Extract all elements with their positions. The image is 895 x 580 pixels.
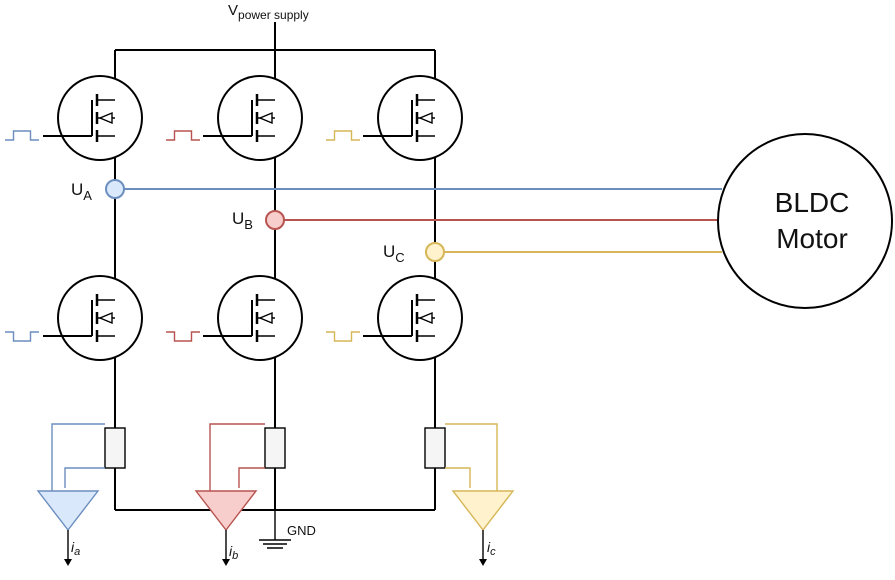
mosfet-arrow	[258, 111, 273, 125]
node-label-b-main: U	[232, 209, 244, 228]
ground-label: GND	[287, 523, 316, 538]
mosfet-gate	[43, 100, 93, 137]
node-label-a-sub: A	[83, 188, 92, 203]
supply-label: Vpower supply	[228, 2, 309, 22]
mosfet-low-b	[203, 275, 303, 361]
shunt-resistor-a	[104, 427, 126, 469]
sense-wire-b	[445, 467, 471, 488]
mosfet-gate	[363, 300, 413, 337]
mosfet-gate	[203, 100, 253, 137]
motor-circle	[717, 133, 893, 309]
pwm-waveform	[5, 331, 39, 342]
mosfet-high-c	[363, 75, 463, 161]
motor-label-line2: Motor	[776, 223, 848, 254]
mosfet-arrow	[258, 311, 273, 325]
sense-wire-b	[64, 467, 105, 488]
node-label-c-sub: C	[395, 250, 404, 265]
amplifier-triangle	[451, 490, 515, 532]
shunt-resistor-c	[424, 427, 446, 469]
node-c	[425, 242, 445, 262]
output-arrow-icon	[64, 559, 72, 566]
pwm-signal-high-b	[166, 130, 200, 141]
mosfet-arrow	[418, 111, 433, 125]
current-amplifier-a	[36, 423, 105, 566]
node-label-a-main: U	[71, 180, 83, 199]
mosfet-gate	[43, 300, 93, 337]
mosfet-arrow	[98, 311, 113, 325]
node-label-c: UC	[383, 242, 405, 265]
current-label-c: ic	[487, 539, 496, 558]
node-b	[265, 210, 285, 230]
current-label-c-main: i	[487, 539, 491, 555]
current-label-b-main: i	[229, 543, 233, 559]
current-label-c-sub: c	[490, 546, 496, 558]
pwm-signal-high-a	[5, 130, 39, 141]
pwm-signal-low-c	[326, 331, 360, 342]
current-label-a-sub: a	[74, 546, 80, 558]
pwm-waveform	[166, 130, 200, 141]
current-label-a-main: i	[71, 539, 75, 555]
node-label-b-sub: B	[244, 217, 253, 232]
current-label-b: ib	[229, 543, 238, 562]
ground-bars	[259, 539, 291, 549]
current-label-b-sub: b	[232, 550, 238, 562]
sense-wire-a	[445, 423, 498, 498]
sense-wire-a	[51, 423, 105, 498]
mosfet-high-b	[203, 75, 303, 161]
current-amplifier-c	[445, 423, 515, 566]
output-arrow-icon	[479, 559, 487, 566]
node-label-b: UB	[232, 209, 253, 232]
current-label-a: ia	[71, 539, 80, 558]
sense-wire-b	[238, 467, 265, 488]
mosfet-low-a	[43, 275, 143, 361]
mosfet-high-a	[43, 75, 143, 161]
supply-label-main: V	[228, 2, 238, 19]
pwm-waveform	[5, 130, 39, 141]
mosfet-gate	[363, 100, 413, 137]
current-amplifier-b	[194, 423, 265, 566]
motor-label-line1: BLDC	[775, 187, 850, 218]
mosfet-low-c	[363, 275, 463, 361]
amplifier-triangle	[194, 490, 258, 532]
node-a	[105, 179, 125, 199]
pwm-waveform	[166, 331, 200, 342]
pwm-signal-low-a	[5, 331, 39, 342]
mosfet-arrow	[418, 311, 433, 325]
pwm-waveform	[326, 331, 360, 342]
pwm-signal-low-b	[166, 331, 200, 342]
pwm-signal-high-c	[326, 130, 360, 141]
mosfet-arrow	[98, 111, 113, 125]
amplifier-triangle	[36, 490, 100, 532]
ground-icon	[259, 510, 291, 549]
supply-label-sub: power supply	[238, 8, 309, 22]
mosfet-gate	[203, 300, 253, 337]
node-label-c-main: U	[383, 242, 395, 261]
sense-wire-a	[209, 423, 265, 498]
shunt-resistor-b	[264, 427, 286, 469]
node-label-a: UA	[71, 180, 92, 203]
pwm-waveform	[326, 130, 360, 141]
output-arrow-icon	[222, 559, 230, 566]
